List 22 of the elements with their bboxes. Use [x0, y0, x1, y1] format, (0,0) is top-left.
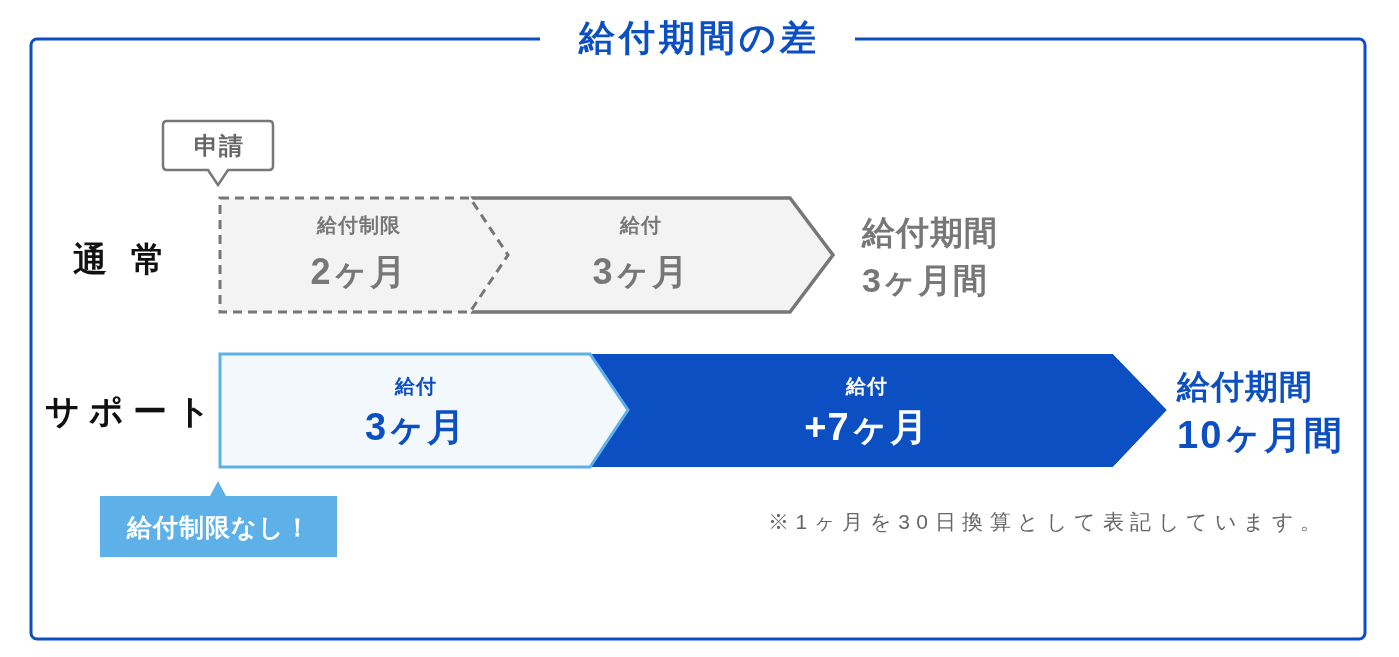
speech-bubble: [161, 119, 275, 188]
row-label: サポート: [45, 392, 220, 432]
callout-text: 給付制限なし！: [125, 512, 311, 542]
period-heading: 給付: [618, 213, 662, 237]
total-heading: 給付期間: [862, 214, 998, 252]
panel-title: 給付期間の差: [577, 17, 820, 59]
footnote: ※1ヶ月を30日換算として表記しています。: [768, 509, 1328, 535]
period-heading: 給付: [844, 374, 888, 398]
period-heading: 給付制限: [315, 213, 401, 237]
total-duration: 10ヶ月間: [1177, 414, 1345, 458]
dashed-arrow-band: [218, 196, 512, 314]
period-duration: 2ヶ月: [309, 251, 407, 293]
speech-bubble: [100, 480, 337, 557]
period-duration: 3ヶ月: [363, 406, 467, 450]
arrow-band: [590, 354, 1167, 467]
row-label: 通常: [73, 240, 189, 280]
total-duration: 3ヶ月間: [862, 261, 988, 301]
period-duration: 3ヶ月: [591, 251, 689, 293]
callout-text: 申請: [192, 132, 244, 160]
period-heading: 給付: [393, 374, 437, 398]
total-heading: 給付期間: [1177, 368, 1313, 406]
period-duration: +7ヶ月: [803, 406, 929, 450]
